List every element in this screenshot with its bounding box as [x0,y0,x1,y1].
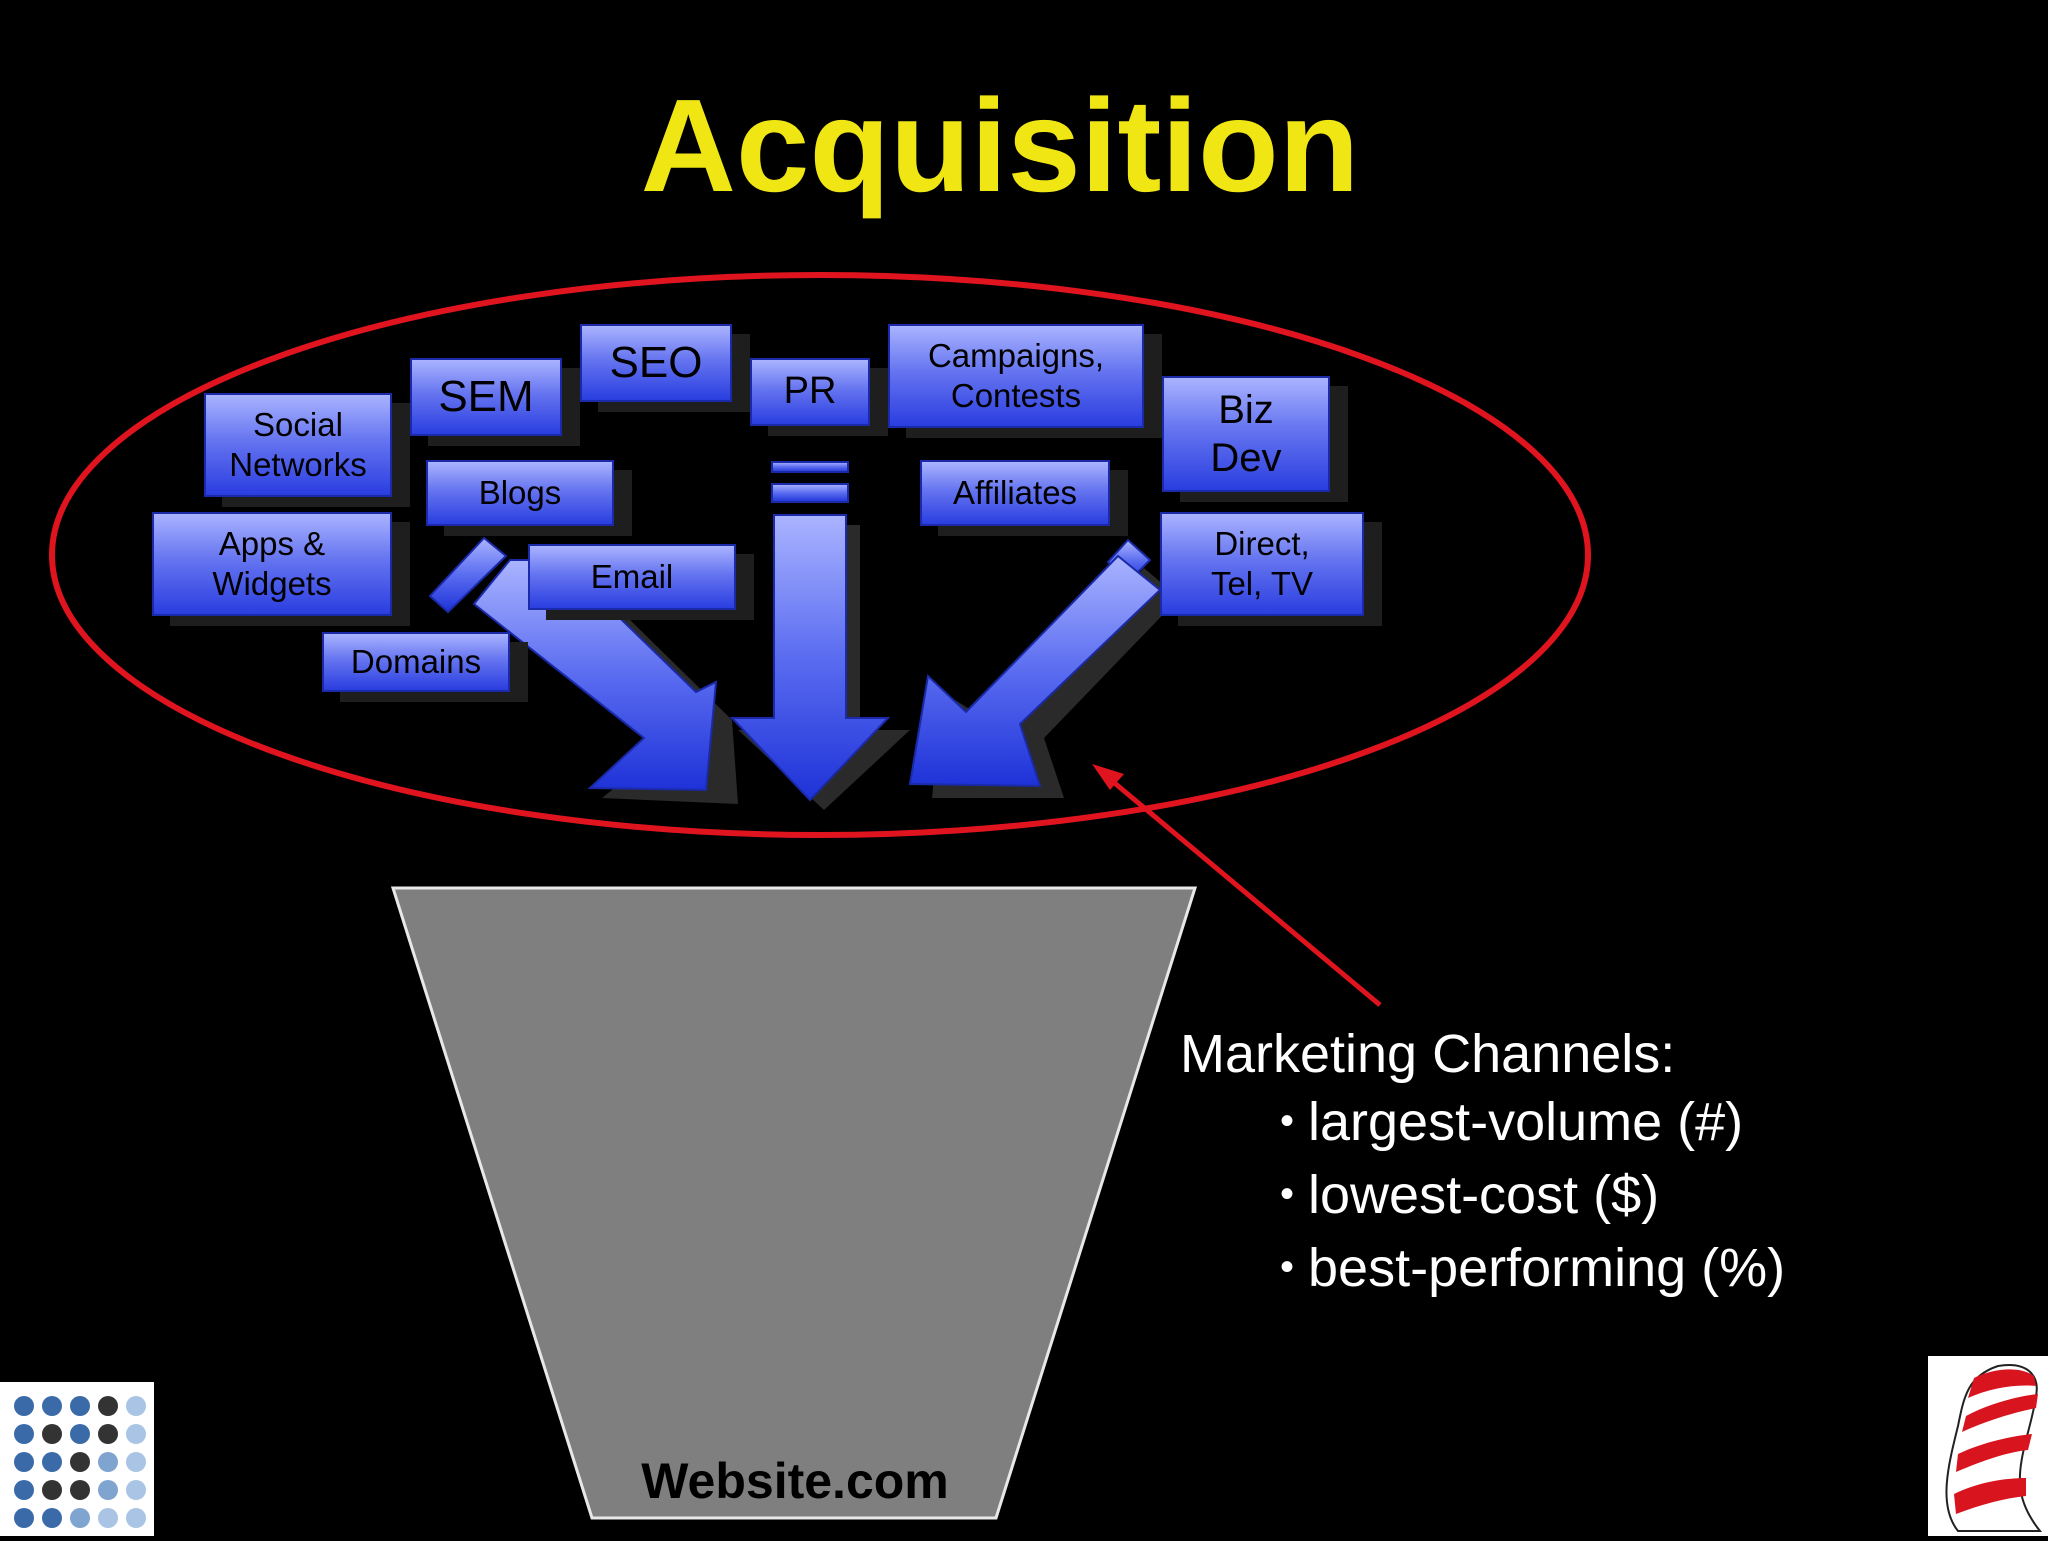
logo-dot [126,1396,146,1416]
logo-dot [126,1424,146,1444]
channel-direct-tel-tv-label: Direct, Tel, TV [1210,525,1314,602]
logo-dot [42,1424,62,1444]
logo-dot [42,1480,62,1500]
logo-dot [98,1480,118,1500]
callout-heading: Marketing Channels: [1180,1024,1676,1084]
channel-email-label: Email [590,558,674,596]
logo-dot [70,1396,90,1416]
logo-dot [98,1424,118,1444]
channel-affiliates-label: Affiliates [952,474,1078,512]
callout-bullet: lowest-cost ($) [1280,1161,1785,1234]
channel-campaigns-contests-label: Campaigns, Contests [927,337,1105,414]
striped-hat-svg [1945,1364,2043,1532]
channel-email: Email [528,544,736,610]
slide-title: Acquisition [640,72,1360,219]
striped-hat-icon [1928,1356,2048,1536]
marketing-channels-callout: Marketing Channels: largest-volume (#) l… [1180,1020,1785,1307]
logo-dot [126,1452,146,1472]
logo-dot [14,1480,34,1500]
channel-seo: SEO [580,324,732,402]
channel-social-networks: Social Networks [204,393,392,497]
channel-blogs-label: Blogs [478,474,562,512]
logo-dot [126,1508,146,1528]
dot-grid-svg [14,1396,146,1528]
channels-ellipse [49,272,1591,838]
logo-dot [70,1452,90,1472]
logo-dot [14,1396,34,1416]
logo-dot [70,1508,90,1528]
logo-dot [42,1452,62,1472]
channel-biz-dev-label: Biz Dev [1210,388,1282,480]
channel-blogs: Blogs [426,460,614,526]
callout-bullet-list: largest-volume (#) lowest-cost ($) best-… [1180,1088,1785,1307]
funnel-shape [390,886,1198,1520]
channel-apps-widgets-label: Apps & Widgets [212,525,332,602]
channel-sem: SEM [410,358,562,436]
channel-domains: Domains [322,632,510,692]
logo-dot [70,1480,90,1500]
funnel-label: Website.com [641,1453,949,1509]
logo-dot [98,1508,118,1528]
callout-pointer-arrow [1092,764,1382,1007]
logo-dot [14,1508,34,1528]
logo-dot [14,1452,34,1472]
channel-direct-tel-tv: Direct, Tel, TV [1160,512,1364,616]
channel-apps-widgets: Apps & Widgets [152,512,392,616]
channel-pr-label: PR [783,370,837,413]
callout-bullet: largest-volume (#) [1280,1088,1785,1161]
center-down-arrow [729,461,891,802]
logo-dot [126,1480,146,1500]
logo-dot [42,1396,62,1416]
logo-dot [98,1396,118,1416]
logo-dot [70,1424,90,1444]
dot-grid-logo-icon [0,1382,154,1536]
channel-biz-dev: Biz Dev [1162,376,1330,492]
channel-affiliates: Affiliates [920,460,1110,526]
channel-sem-label: SEM [438,371,534,421]
channel-domains-label: Domains [350,643,482,681]
logo-dot [98,1452,118,1472]
channel-pr: PR [750,358,870,426]
channel-social-networks-label: Social Networks [229,406,367,483]
channel-seo-label: SEO [609,337,703,387]
channel-campaigns-contests: Campaigns, Contests [888,324,1144,428]
logo-dot [14,1424,34,1444]
callout-bullet: best-performing (%) [1280,1234,1785,1307]
logo-dot [42,1508,62,1528]
right-diagonal-arrow [908,538,1179,798]
